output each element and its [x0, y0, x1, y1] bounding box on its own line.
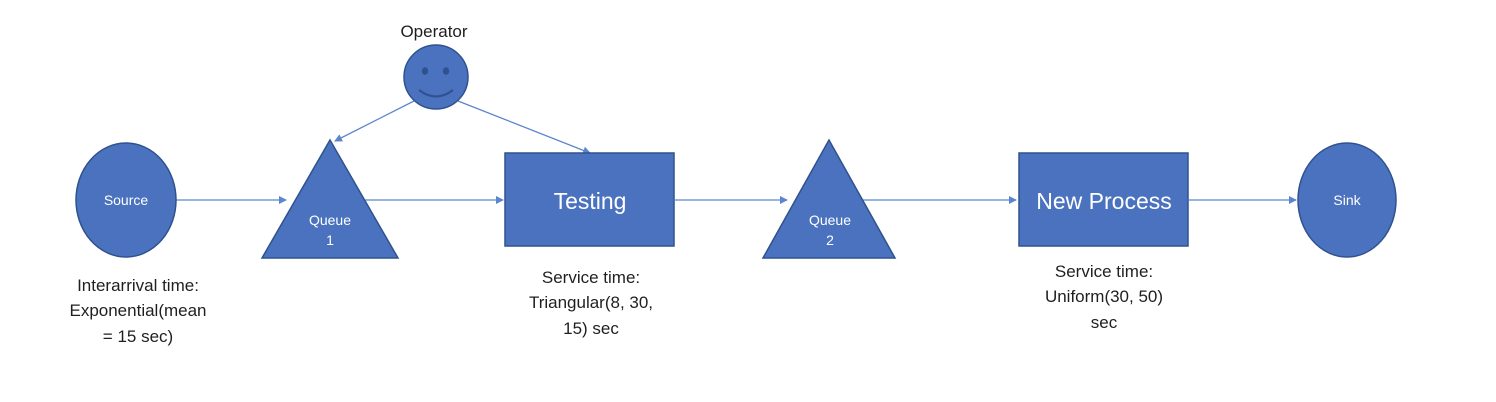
new-process-caption: Service time: Uniform(30, 50) sec — [1045, 262, 1163, 332]
arrow-operator-to-queue1 — [334, 100, 415, 142]
testing-label: Testing — [554, 188, 627, 214]
operator-smiley-icon — [403, 44, 469, 110]
queue1-label-line2: 1 — [326, 232, 334, 248]
new-process-node: New Process — [1018, 152, 1189, 247]
arrow-operator-to-testing — [457, 100, 591, 155]
source-caption-line3: = 15 sec) — [103, 327, 173, 346]
sink-label: Sink — [1333, 192, 1361, 208]
testing-caption-line3: 15) sec — [563, 319, 619, 338]
source-caption-line2: Exponential(mean — [69, 301, 206, 320]
new-process-caption-line3: sec — [1091, 313, 1118, 332]
queue2-node: Queue 2 — [761, 138, 897, 259]
queue2-label-line1: Queue — [809, 212, 851, 228]
new-process-label: New Process — [1036, 188, 1171, 214]
queue1-node: Queue 1 — [260, 138, 400, 259]
new-process-caption-line1: Service time: — [1055, 262, 1153, 281]
sink-node: Sink — [1297, 142, 1397, 258]
source-caption-line1: Interarrival time: — [77, 276, 199, 295]
testing-caption-line2: Triangular(8, 30, — [529, 293, 653, 312]
testing-caption: Service time: Triangular(8, 30, 15) sec — [529, 268, 653, 338]
source-node: Source — [75, 142, 177, 258]
queue2-label-line2: 2 — [826, 232, 834, 248]
new-process-caption-line2: Uniform(30, 50) — [1045, 287, 1163, 306]
source-label: Source — [104, 192, 149, 208]
source-caption: Interarrival time: Exponential(mean = 15… — [69, 276, 206, 346]
testing-node: Testing — [504, 152, 675, 247]
queue1-label-line1: Queue — [309, 212, 351, 228]
testing-caption-line1: Service time: — [542, 268, 640, 287]
operator-label: Operator — [400, 22, 467, 41]
